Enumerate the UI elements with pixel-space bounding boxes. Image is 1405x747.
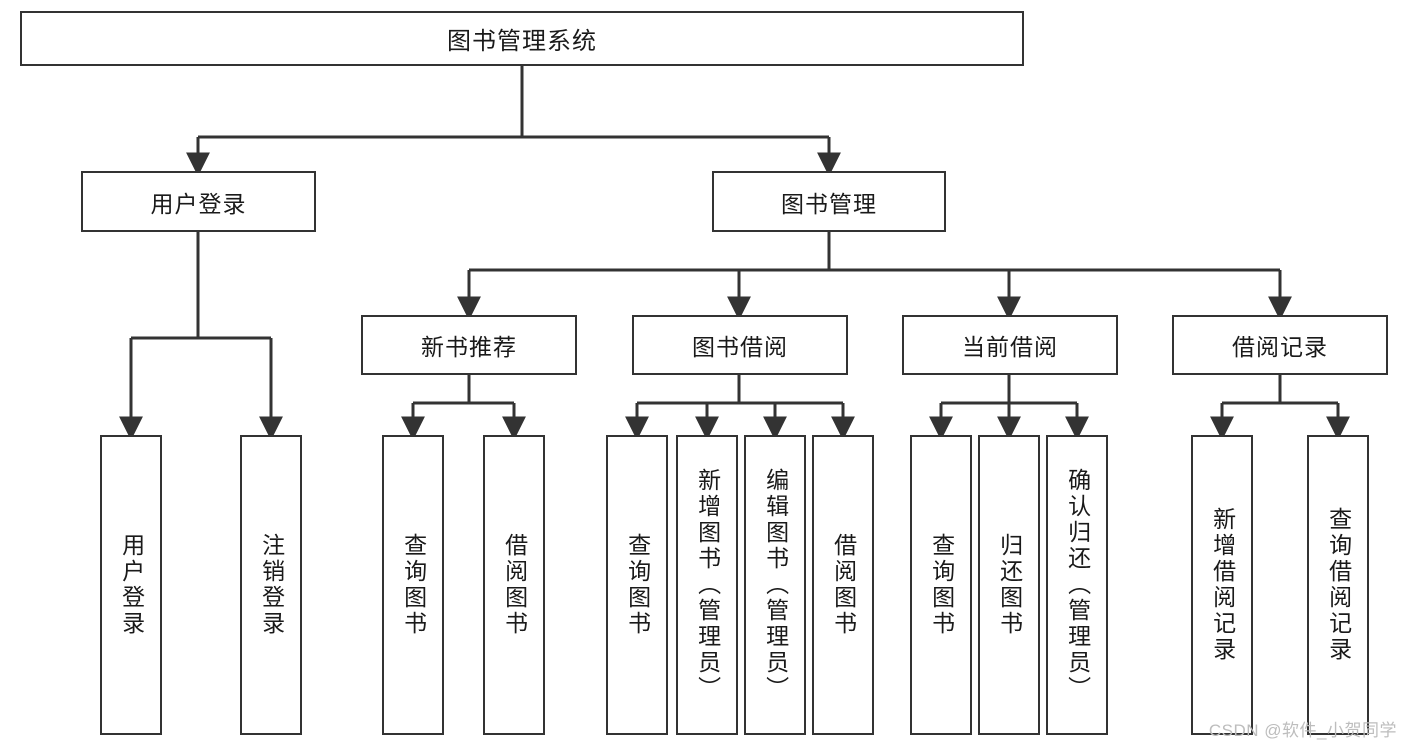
node-current-borrow[interactable]: 当前借阅 (902, 315, 1118, 375)
node-label: 新增图书（管理员） (694, 468, 721, 702)
node-label: 用户登录 (150, 190, 247, 217)
node-label: 图书管理系统 (447, 28, 597, 55)
node-label: 新书推荐 (421, 334, 517, 360)
node-book-management[interactable]: 图书管理 (712, 171, 946, 232)
leaf-query-book-borrow[interactable]: 查询图书 (606, 435, 668, 735)
node-label: 查询图书 (624, 533, 651, 637)
node-label: 查询图书 (400, 533, 427, 637)
node-label: 当前借阅 (962, 334, 1058, 360)
node-label: 确认归还（管理员） (1064, 468, 1091, 702)
leaf-logout-login[interactable]: 注销登录 (240, 435, 302, 735)
node-label: 编辑图书（管理员） (762, 468, 789, 702)
leaf-borrow-book-recommend[interactable]: 借阅图书 (483, 435, 545, 735)
node-user-login[interactable]: 用户登录 (81, 171, 316, 232)
leaf-user-login[interactable]: 用户登录 (100, 435, 162, 735)
node-label: 图书借阅 (692, 334, 788, 360)
node-label: 新增借阅记录 (1209, 507, 1236, 663)
node-new-book-recommend[interactable]: 新书推荐 (361, 315, 577, 375)
node-label: 注销登录 (258, 533, 285, 637)
node-label: 借阅图书 (830, 533, 857, 637)
leaf-borrow-book[interactable]: 借阅图书 (812, 435, 874, 735)
leaf-query-book-recommend[interactable]: 查询图书 (382, 435, 444, 735)
node-label: 图书管理 (781, 190, 877, 217)
leaf-confirm-return-admin[interactable]: 确认归还（管理员） (1046, 435, 1108, 735)
leaf-return-book[interactable]: 归还图书 (978, 435, 1040, 735)
node-label: 归还图书 (996, 533, 1023, 637)
node-borrow-record[interactable]: 借阅记录 (1172, 315, 1388, 375)
watermark-text: CSDN @软件_小贺同学 (1208, 721, 1397, 740)
leaf-add-book-admin[interactable]: 新增图书（管理员） (676, 435, 738, 735)
node-root-book-management-system[interactable]: 图书管理系统 (20, 11, 1024, 66)
node-label: 查询借阅记录 (1325, 507, 1352, 663)
node-label: 借阅图书 (501, 533, 528, 637)
node-label: 借阅记录 (1232, 334, 1328, 360)
leaf-query-book-current[interactable]: 查询图书 (910, 435, 972, 735)
node-book-borrow[interactable]: 图书借阅 (632, 315, 848, 375)
leaf-edit-book-admin[interactable]: 编辑图书（管理员） (744, 435, 806, 735)
node-label: 查询图书 (928, 533, 955, 637)
leaf-query-borrow-record[interactable]: 查询借阅记录 (1307, 435, 1369, 735)
leaf-add-borrow-record[interactable]: 新增借阅记录 (1191, 435, 1253, 735)
node-label: 用户登录 (118, 533, 145, 637)
